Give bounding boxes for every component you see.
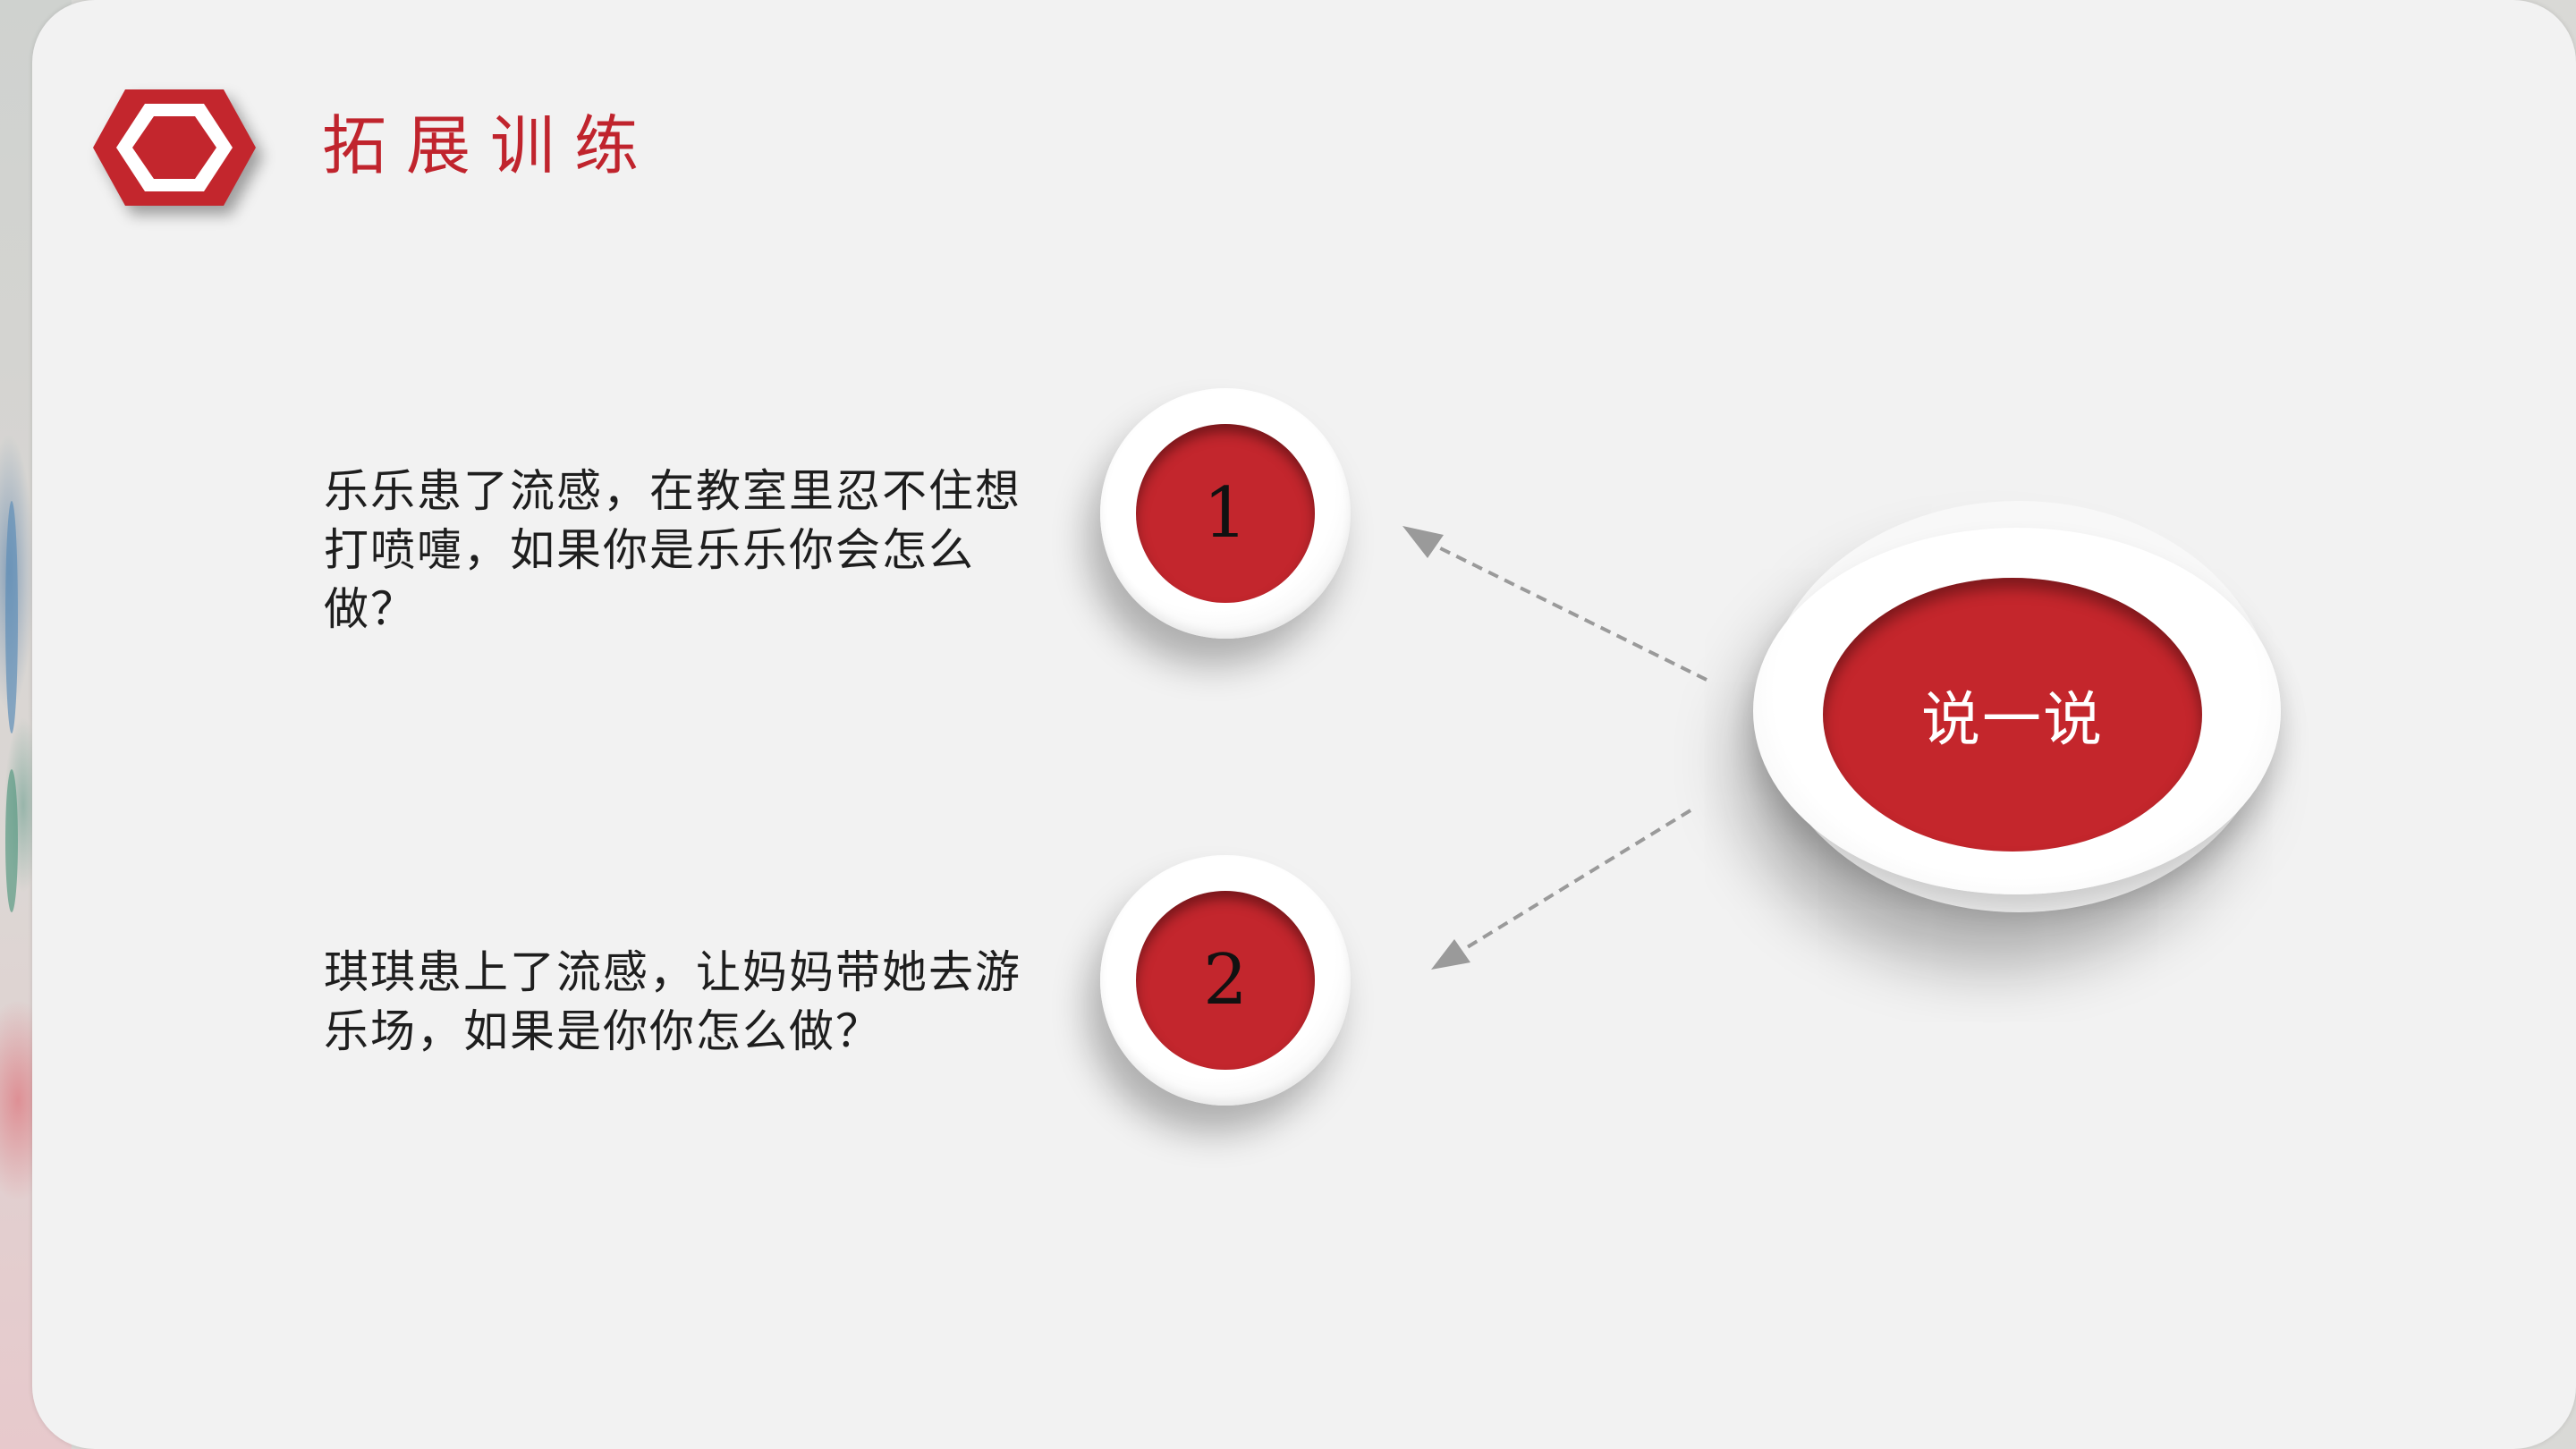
- question-1-text: 乐乐患了流感，在教室里忍不住想打喷嚏，如果你是乐乐你会怎么做？: [324, 465, 1021, 635]
- number-badge-2: 2: [1100, 855, 1351, 1106]
- number-badge-1-core: 1: [1136, 424, 1315, 603]
- hexagon-icon: [93, 89, 256, 206]
- slide-title: 拓展训练: [322, 108, 659, 183]
- say-button[interactable]: 说一说: [1823, 578, 2202, 852]
- number-badge-1: 1: [1100, 388, 1351, 639]
- leaf-decoration: [5, 501, 18, 733]
- number-badge-1-label: 1: [1203, 473, 1248, 554]
- number-badge-2-label: 2: [1203, 940, 1248, 1021]
- say-button-label: 说一说: [1921, 685, 2104, 754]
- number-badge-2-core: 2: [1136, 891, 1315, 1070]
- question-2-text: 琪琪患上了流感，让妈妈带她去游乐场，如果是你你怎么做？: [324, 946, 1021, 1057]
- leaf-decoration: [5, 769, 18, 912]
